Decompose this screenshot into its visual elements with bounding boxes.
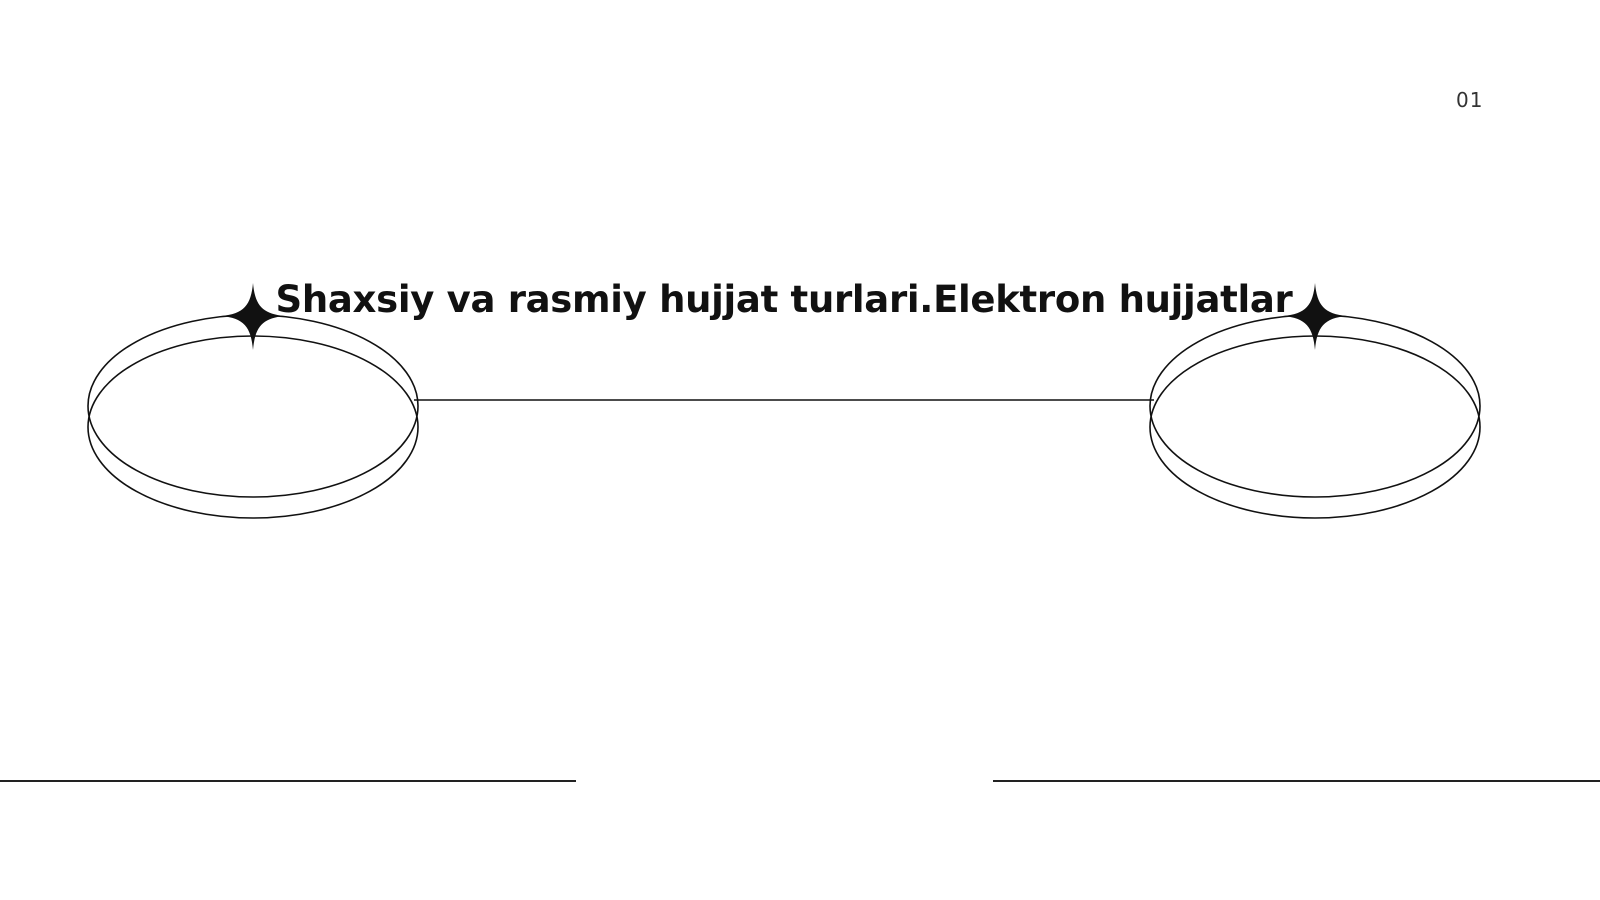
- right-sparkle-icon: [1283, 283, 1347, 350]
- slide-title: Shaxsiy va rasmiy hujjat turlari.Elektro…: [275, 278, 1293, 321]
- left-sparkle-icon: [221, 283, 285, 350]
- page-number: 01: [1456, 88, 1484, 112]
